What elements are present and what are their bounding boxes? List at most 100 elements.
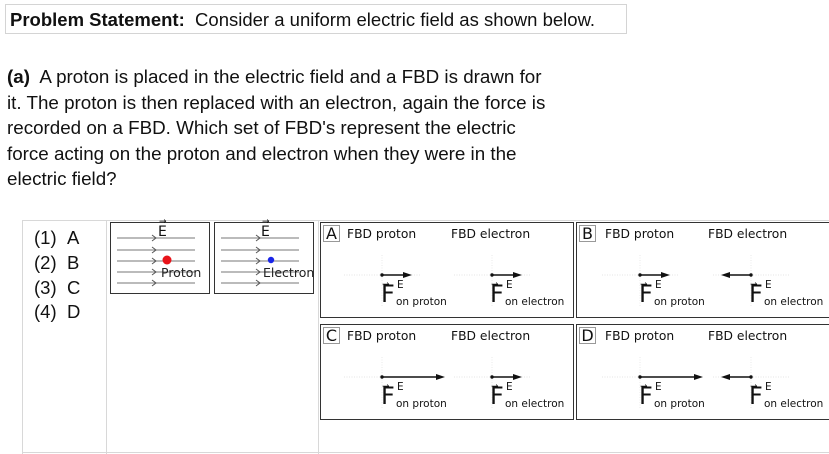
- force-origin-dot: [638, 375, 642, 379]
- force-superscript: E: [506, 279, 513, 291]
- option-letter: A: [67, 227, 80, 248]
- field-arrow-icon: [151, 268, 157, 276]
- field-lines: [221, 234, 299, 287]
- force-superscript: E: [397, 279, 404, 291]
- vector-arrow-icon: →: [640, 280, 648, 290]
- particle-label: Electron: [263, 265, 315, 280]
- option-number: (4): [34, 301, 57, 323]
- force-symbol: F: [749, 382, 763, 410]
- question-text: A proton is placed in the electric field…: [7, 66, 546, 190]
- fbd-electron-title: FBD electron: [708, 329, 788, 343]
- force-origin-dot: [749, 273, 753, 277]
- panel-letter: D: [579, 327, 596, 344]
- arrowhead-icon: [721, 272, 730, 278]
- arrowhead-icon: [436, 374, 445, 380]
- force-superscript: E: [655, 381, 662, 393]
- vector-arrow-icon: →: [750, 382, 758, 392]
- field-arrow-icon: [255, 257, 261, 265]
- field-arrow-icon: [255, 279, 261, 287]
- force-symbol: F: [490, 382, 504, 410]
- force-subscript: on electron: [505, 398, 565, 410]
- problem-statement: Problem Statement: Consider a uniform el…: [10, 9, 595, 31]
- question-label: (a): [7, 66, 30, 87]
- particle-dot: [267, 256, 275, 264]
- option-letter: C: [67, 276, 81, 298]
- field-arrow-icon: [255, 246, 261, 254]
- force-symbol: F: [381, 280, 395, 308]
- force-subscript: on proton: [654, 296, 705, 308]
- option-number: (1): [34, 227, 57, 248]
- force-symbol: F: [490, 280, 504, 308]
- fbd-proton-title: FBD proton: [347, 227, 417, 241]
- fbd-drawing: [602, 357, 789, 409]
- option-number: (3): [34, 276, 57, 298]
- force-symbol: F: [639, 382, 653, 410]
- force-origin-dot: [749, 375, 753, 379]
- answer-table: [22, 220, 829, 454]
- field-arrow-icon: [255, 234, 261, 242]
- field-arrow-icon: [255, 268, 261, 276]
- fbd-proton-title: FBD proton: [605, 329, 675, 343]
- field-arrow-icon: [151, 279, 157, 287]
- field-arrow-icon: [151, 234, 157, 242]
- force-superscript: E: [765, 279, 772, 291]
- vector-arrow-icon: →: [750, 280, 758, 290]
- force-subscript: on proton: [396, 398, 447, 410]
- field-arrow-icon: [151, 257, 157, 265]
- fbd-electron-title: FBD electron: [451, 329, 531, 343]
- problem-statement-label: Problem Statement:: [10, 9, 185, 30]
- particle-dot: [162, 255, 172, 265]
- vector-arrow-icon: →: [491, 382, 499, 392]
- force-superscript: E: [397, 381, 404, 393]
- arrowhead-icon: [721, 374, 730, 380]
- fbd-proton-title: FBD proton: [347, 329, 417, 343]
- force-superscript: E: [655, 279, 662, 291]
- answer-option[interactable]: (1) A: [34, 226, 80, 251]
- problem-statement-box: Problem Statement: Consider a uniform el…: [5, 4, 627, 34]
- fbd-drawing: [602, 255, 789, 307]
- field-arrow-icon: [151, 246, 157, 254]
- field-diagram-electron: →E Electron: [214, 217, 315, 294]
- panel-letter: C: [323, 327, 340, 344]
- field-lines: [117, 234, 195, 287]
- arrowhead-icon: [694, 374, 703, 380]
- answer-option[interactable]: (2) B: [34, 251, 80, 276]
- force-origin-dot: [490, 273, 494, 277]
- arrowhead-icon: [661, 272, 670, 278]
- force-subscript: on proton: [654, 398, 705, 410]
- arrowhead-icon: [513, 374, 522, 380]
- force-symbol: F: [639, 280, 653, 308]
- vector-arrow-icon: →: [382, 280, 390, 290]
- force-origin-dot: [638, 273, 642, 277]
- field-symbol: →E: [261, 217, 270, 240]
- force-origin-dot: [380, 273, 384, 277]
- option-number: (2): [34, 251, 57, 273]
- force-symbol: F: [381, 382, 395, 410]
- answer-option[interactable]: (3) C: [34, 276, 80, 301]
- option-letter: B: [67, 251, 80, 273]
- force-subscript: on proton: [396, 296, 447, 308]
- vector-arrow-icon: →: [262, 217, 270, 227]
- fbd-drawing: [344, 255, 530, 307]
- answer-options: (1) A (2) B (3) C (4)D: [34, 226, 80, 325]
- vector-arrow-icon: →: [491, 280, 499, 290]
- force-subscript: on electron: [764, 398, 824, 410]
- vector-arrow-icon: →: [382, 382, 390, 392]
- panel-letter: B: [579, 225, 596, 242]
- fbd-drawing: [344, 357, 530, 409]
- field-symbol: →E: [158, 217, 167, 240]
- question-a: (a) A proton is placed in the electric f…: [7, 64, 547, 192]
- fbd-electron-title: FBD electron: [451, 227, 531, 241]
- problem-statement-text: Consider a uniform electric field as sho…: [195, 9, 596, 30]
- force-superscript: E: [506, 381, 513, 393]
- vector-arrow-icon: →: [640, 382, 648, 392]
- force-symbol: F: [749, 280, 763, 308]
- answer-option[interactable]: (4)D: [34, 300, 80, 325]
- fbd-electron-title: FBD electron: [708, 227, 788, 241]
- table-divider: [318, 220, 319, 454]
- force-origin-dot: [490, 375, 494, 379]
